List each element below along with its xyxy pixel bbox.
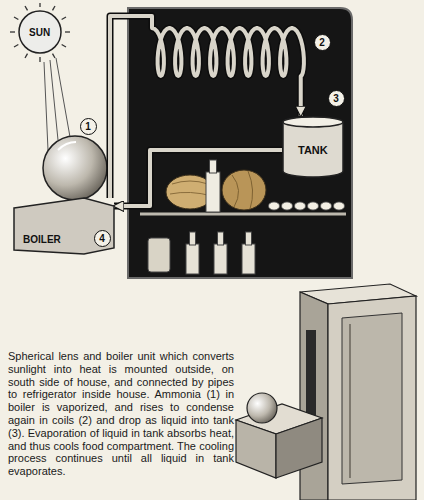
sun-rays xyxy=(10,3,70,62)
node-text-group: TANK xyxy=(298,144,328,156)
callout-number: 1 xyxy=(85,121,91,132)
pipe-connector xyxy=(114,150,282,206)
house-pillar xyxy=(342,313,402,484)
node-label: BOILER xyxy=(23,234,61,245)
node-label: TANK xyxy=(298,144,328,156)
sun-rays xyxy=(14,17,18,20)
tank-lid xyxy=(283,117,343,127)
food-shelf xyxy=(210,160,217,173)
bottle-row xyxy=(148,232,255,274)
sun-rays xyxy=(14,45,18,48)
sun-rays xyxy=(62,17,66,20)
sun-disc: SUN xyxy=(18,10,62,54)
sun-rays xyxy=(53,6,56,10)
callout-number: 4 xyxy=(99,233,105,244)
solar-unit xyxy=(236,420,276,478)
food-shelf xyxy=(206,172,220,212)
bottle-row xyxy=(214,244,227,274)
sun-rays xyxy=(10,31,15,32)
solar-unit xyxy=(247,393,277,423)
tank-cylinder: TANK xyxy=(282,116,344,178)
callout-number: 3 xyxy=(333,93,339,104)
callout-circle: 2 xyxy=(314,34,331,51)
food-shelf xyxy=(222,170,266,210)
pipe-outline xyxy=(114,150,282,206)
sunbeams xyxy=(44,62,48,150)
node-text-group: BOILER xyxy=(23,234,61,245)
food-shelf xyxy=(334,202,345,210)
tank-body xyxy=(283,122,343,177)
food-shelf xyxy=(269,202,280,210)
house-pillar xyxy=(300,284,416,500)
sun-rays xyxy=(65,31,70,32)
lens-sphere xyxy=(58,142,76,150)
sun-rays xyxy=(25,54,28,58)
bottle-row xyxy=(218,232,224,245)
house-pillar xyxy=(349,324,351,478)
node-text-group: SUN xyxy=(29,27,50,38)
sunbeams xyxy=(44,58,70,150)
callout-circle: 4 xyxy=(94,230,111,247)
food-shelf xyxy=(282,202,293,210)
callout-number: 2 xyxy=(319,37,325,48)
food-shelf xyxy=(321,202,332,210)
food-shelf xyxy=(295,202,306,210)
pipe xyxy=(110,16,304,198)
bottle-row xyxy=(242,244,255,274)
solar-unit xyxy=(276,418,322,478)
bottle-row xyxy=(246,232,252,245)
pipe xyxy=(114,150,282,206)
bottle-row xyxy=(190,232,196,245)
pipe-outline xyxy=(110,16,304,198)
callout-circle: 3 xyxy=(328,90,345,107)
food-shelf xyxy=(308,202,319,210)
sun-rays xyxy=(25,6,28,10)
sun-rays xyxy=(62,45,66,48)
lens-sphere xyxy=(43,136,107,200)
bottle-row xyxy=(186,244,199,274)
sunbeams xyxy=(50,60,58,140)
bottle-row xyxy=(148,238,170,272)
node-label: SUN xyxy=(29,27,50,38)
lens-sphere xyxy=(43,136,107,200)
solar-unit xyxy=(236,393,322,478)
callout-circle: 1 xyxy=(80,118,97,135)
food-shelf xyxy=(140,213,346,216)
pipe-connector xyxy=(110,16,304,198)
sun-rays xyxy=(53,54,56,58)
house-pillar xyxy=(328,296,416,500)
boiler-housing xyxy=(14,198,114,254)
caption: Spherical lens and boiler unit which con… xyxy=(8,350,234,478)
sun-rays xyxy=(39,3,40,7)
sun-rays xyxy=(39,57,40,62)
food-shelf xyxy=(232,171,253,209)
sunbeams xyxy=(56,58,70,137)
sun-circle xyxy=(19,11,61,53)
